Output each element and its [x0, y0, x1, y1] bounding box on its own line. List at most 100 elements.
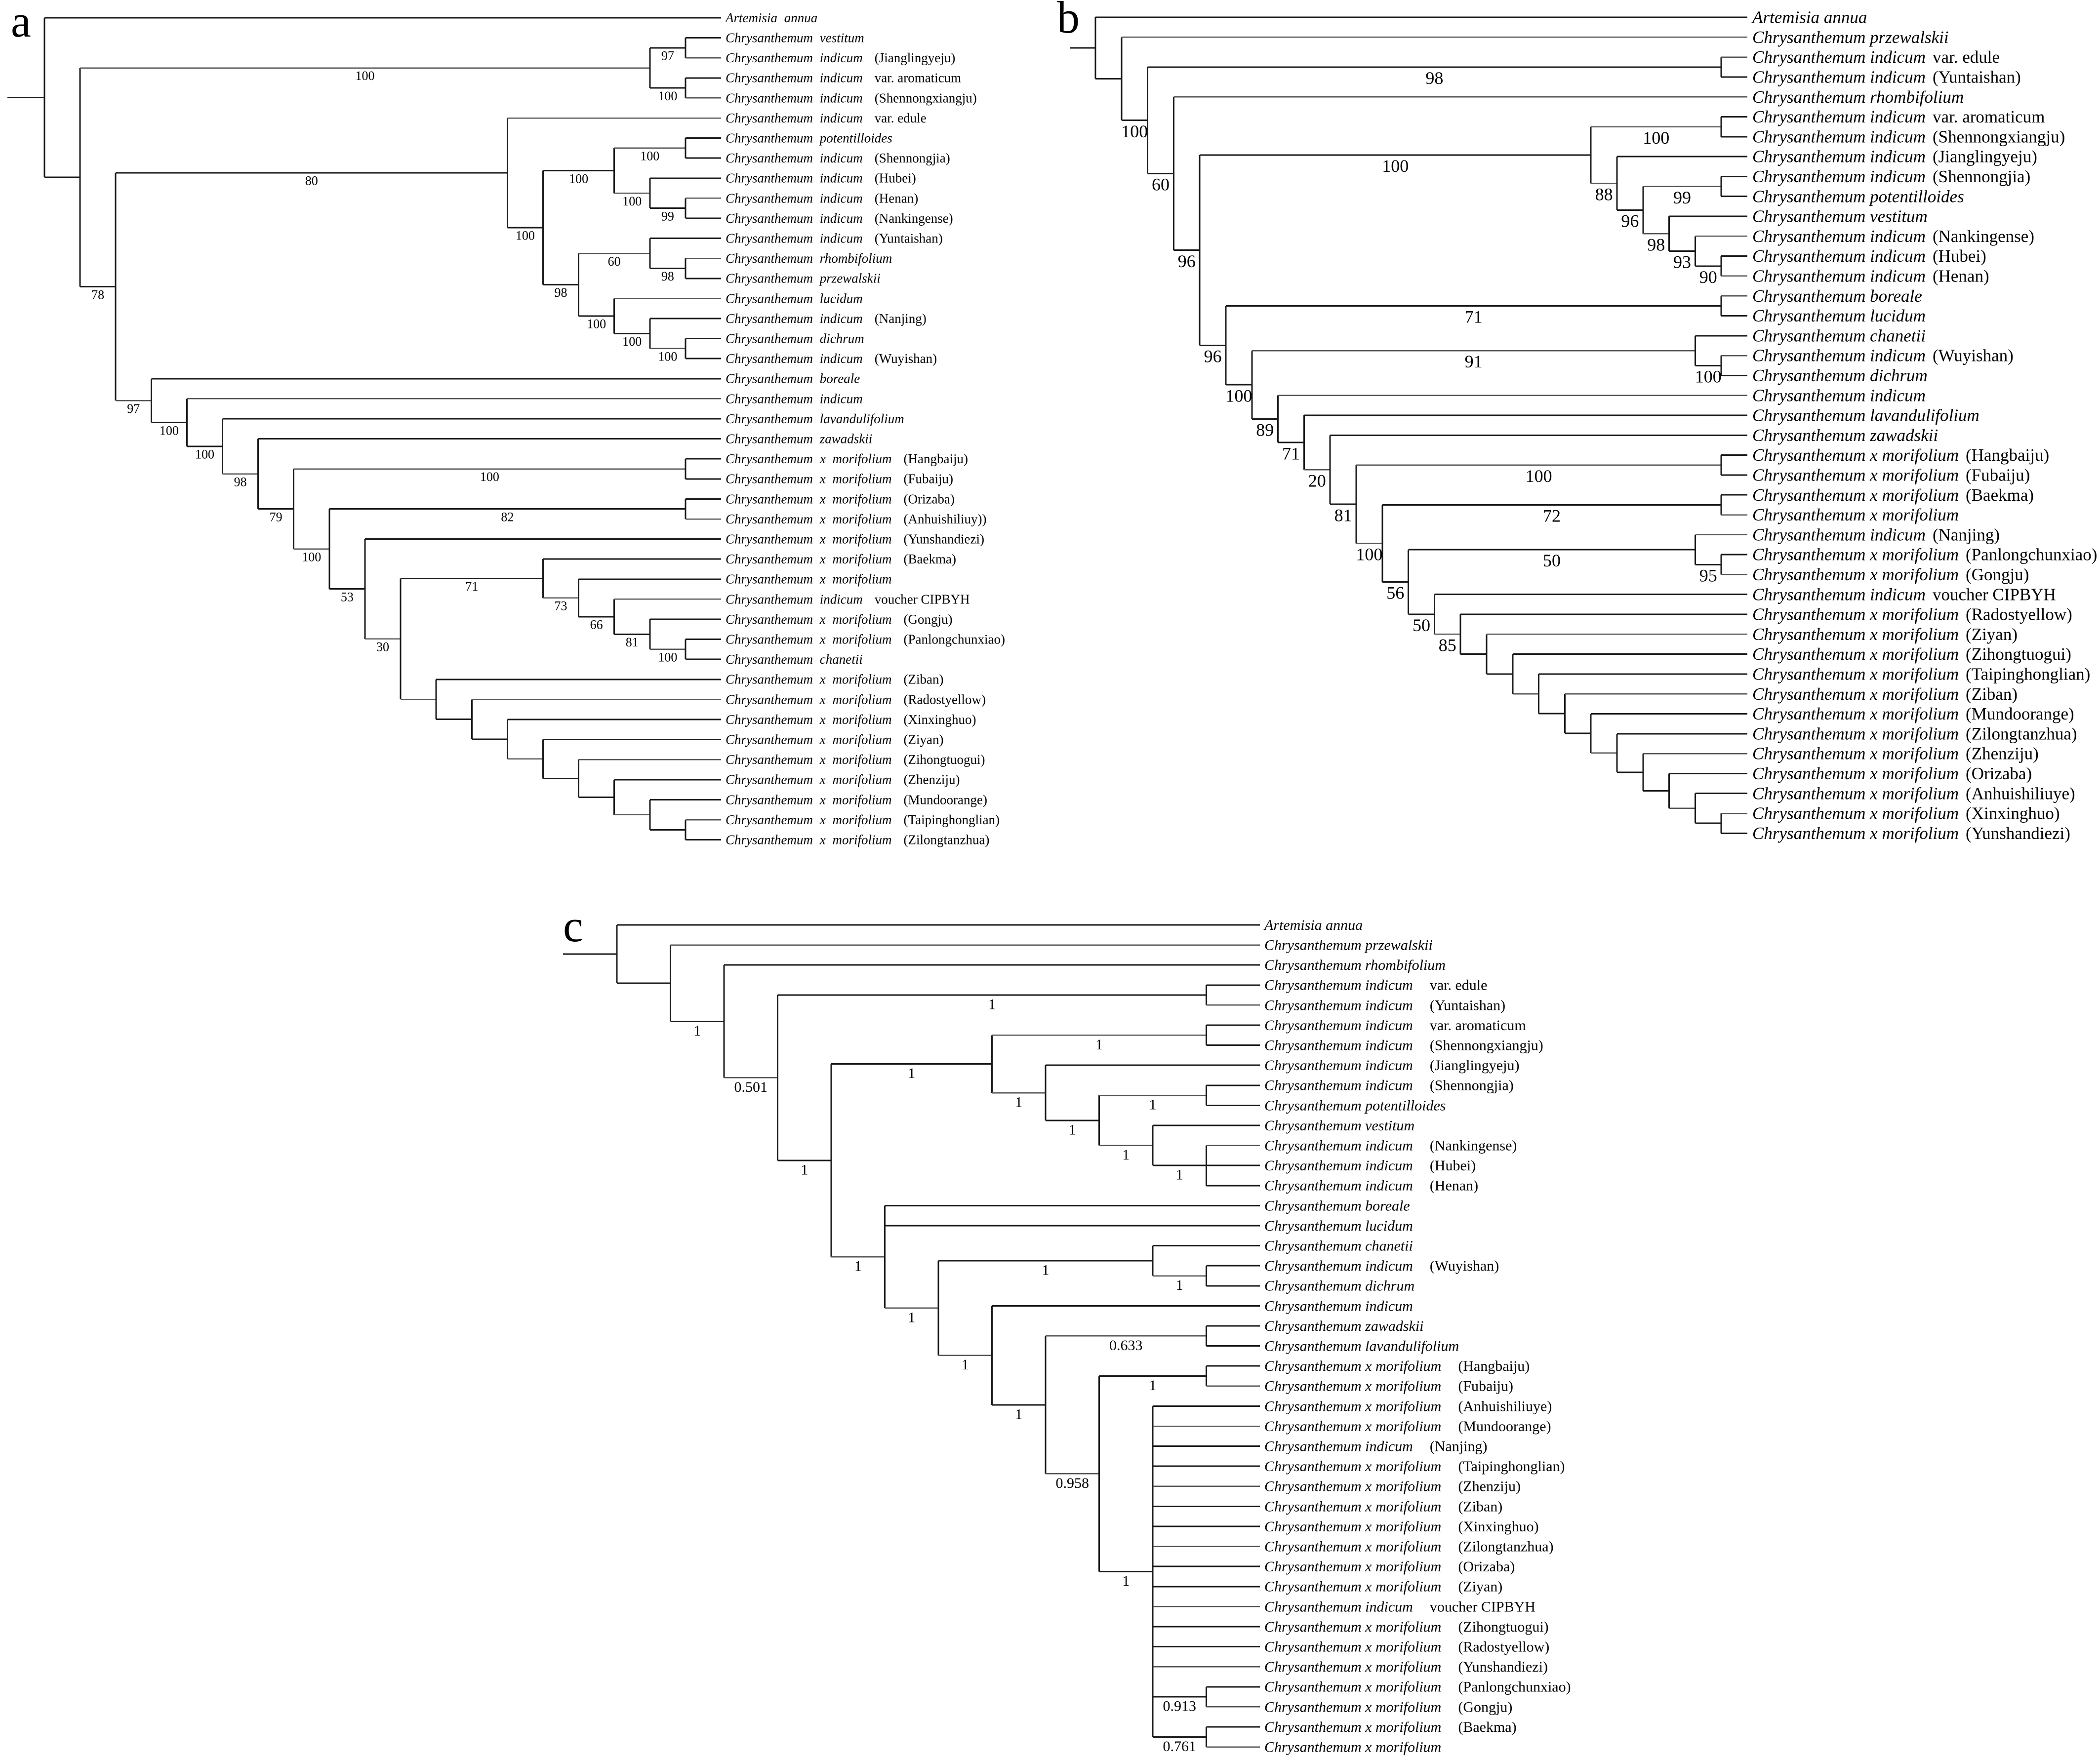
- support-value: 90: [1699, 267, 1717, 287]
- support-value: 81: [626, 635, 639, 649]
- taxon-cultivar-note: (Yunshandiezi): [903, 532, 984, 547]
- taxon-name: Chrysanthemum boreale: [1264, 1198, 1410, 1214]
- taxon-cultivar-note: (Baekma): [903, 552, 956, 566]
- support-value: 85: [1439, 635, 1456, 655]
- taxon-name: Chrysanthemum x morifolium: [726, 612, 891, 627]
- taxon-name: Chrysanthemum x morifolium: [1752, 505, 1959, 524]
- taxon-name: Chrysanthemum indicum: [1264, 1017, 1413, 1034]
- taxon-label: Chrysanthemum x morifolium(Zilongtanzhua…: [726, 833, 989, 847]
- taxon-cultivar-note: var. aromaticum: [1430, 1017, 1526, 1034]
- support-value: 100: [622, 194, 642, 208]
- taxon-label: Chrysanthemum potentilloides: [1264, 1097, 1446, 1114]
- taxon-label: Chrysanthemum lucidum: [1752, 306, 1926, 325]
- support-value: 97: [127, 401, 140, 416]
- taxon-label: Chrysanthemum x morifolium(Ziyan): [1264, 1579, 1502, 1595]
- support-value: 100: [658, 350, 677, 364]
- taxon-label: Chrysanthemum indicum: [1264, 1298, 1413, 1314]
- taxon-name: Chrysanthemum indicum: [1752, 67, 1926, 86]
- support-value: 0.761: [1163, 1738, 1197, 1755]
- taxon-label: Chrysanthemum indicum (Nanjing): [1264, 1438, 1487, 1455]
- taxon-cultivar-note: (Hangbaiju): [1458, 1358, 1530, 1374]
- taxon-name: Chrysanthemum przewalskii: [1752, 28, 1949, 47]
- taxon-cultivar-note: (Zhenziju): [1458, 1478, 1521, 1495]
- support-value: 1: [1149, 1377, 1157, 1394]
- support-value: 98: [1425, 68, 1443, 88]
- taxon-cultivar-note: (Nanjing): [1430, 1438, 1488, 1455]
- taxon-label: Chrysanthemum indicum(Hubei): [1264, 1158, 1476, 1174]
- support-value: 100: [587, 317, 606, 331]
- taxon-cultivar-note: var. aromaticum: [875, 71, 961, 85]
- taxon-name: Chrysanthemum x morifolium: [1264, 1378, 1441, 1395]
- taxon-label: Chrysanthemum x morifolium(Orizaba): [1752, 764, 2032, 783]
- taxon-label: Chrysanthemum lavandulifolium: [726, 411, 904, 426]
- support-value: 1: [908, 1309, 915, 1325]
- taxon-label: Artemisia annua: [725, 10, 817, 25]
- taxon-name: Chrysanthemum x morifolium: [1752, 625, 1959, 644]
- taxon-label: Chrysanthemum x morifolium: [1264, 1739, 1441, 1756]
- taxon-name: Chrysanthemum indicum: [1264, 1438, 1413, 1455]
- support-value: 96: [1621, 211, 1639, 231]
- taxon-label: Chrysanthemum x morifolium(Anhuishiliuy)…: [726, 512, 986, 526]
- taxon-cultivar-note: (Radostyellow): [903, 692, 985, 707]
- taxon-cultivar-note: (Jianglingyeju): [875, 50, 955, 65]
- taxon-name: Chrysanthemum x morifolium: [1264, 1558, 1441, 1575]
- taxon-label: Chrysanthemum x morifolium(Ziban): [726, 672, 943, 687]
- taxon-name: Chrysanthemum potentilloides: [1752, 187, 1964, 206]
- taxon-cultivar-note: (Orizaba): [1966, 764, 2032, 783]
- panel-label-a: a: [11, 0, 31, 46]
- taxon-label: Chrysanthemum przewalskii: [1264, 937, 1433, 954]
- support-value: 100: [569, 171, 588, 186]
- taxon-label: Chrysanthemum x morifolium(Anhuishiliuye…: [1264, 1398, 1552, 1414]
- taxon-name: Chrysanthemum dichrum: [726, 331, 864, 346]
- taxon-name: Chrysanthemum indicum: [726, 351, 863, 366]
- taxon-cultivar-note: (Zhenziju): [1966, 744, 2039, 763]
- taxon-name: Chrysanthemum indicum: [1752, 246, 1926, 266]
- taxon-label: Chrysanthemum x morifolium(Taipinghongli…: [1752, 664, 2090, 683]
- taxon-name: Chrysanthemum indicum: [726, 111, 863, 125]
- taxon-label: Chrysanthemum x morifolium(Panlongchunxi…: [1264, 1679, 1571, 1695]
- taxon-label: Chrysanthemum indicum(Shennongxiangju): [1752, 127, 2065, 146]
- taxon-name: Chrysanthemum x morifolium: [726, 491, 891, 506]
- taxon-cultivar-note: (Zilongtanzhua): [1966, 724, 2077, 743]
- support-value: 1: [1176, 1167, 1183, 1183]
- support-value: 100: [1526, 466, 1552, 486]
- taxon-name: Chrysanthemum boreale: [1752, 286, 1922, 306]
- taxon-label: Chrysanthemum x morifolium(Anhuishiliuye…: [1752, 784, 2075, 803]
- taxon-cultivar-note: (Henan): [875, 191, 918, 205]
- support-value: 56: [1386, 583, 1404, 603]
- taxon-name: Chrysanthemum indicum: [1752, 266, 1926, 285]
- taxon-cultivar-note: (Shennongxiangju): [1430, 1038, 1543, 1054]
- support-value: 91: [1465, 352, 1483, 371]
- tree-branches: [7, 17, 721, 841]
- taxon-name: Chrysanthemum indicum: [726, 90, 863, 105]
- taxon-cultivar-note: (Baekma): [1966, 485, 2034, 505]
- taxon-name: Chrysanthemum x morifolium: [1752, 724, 1959, 743]
- support-value: 82: [501, 510, 514, 524]
- taxon-name: Chrysanthemum indicum: [1752, 386, 1926, 405]
- taxon-cultivar-note: (Panlongchunxiao): [903, 632, 1005, 647]
- taxon-cultivar-note: (Shennongjia): [875, 151, 950, 165]
- taxon-label: Chrysanthemum przewalskii: [1752, 28, 1949, 47]
- taxon-label: Chrysanthemum indicum(Wuyishan): [1264, 1258, 1499, 1274]
- taxon-label: Chrysanthemum x morifolium(Baekma): [726, 552, 956, 566]
- taxon-cultivar-note: (Zihongtuogui): [1966, 644, 2071, 664]
- support-value: 0.958: [1056, 1475, 1090, 1491]
- support-value: 99: [661, 209, 674, 223]
- support-value: 1: [908, 1065, 915, 1081]
- taxon-label: Chrysanthemum indicum(Shennongjia): [1752, 167, 2030, 186]
- taxon-name: Chrysanthemum indicum: [1264, 1038, 1413, 1054]
- taxon-label: Chrysanthemum indicum(Hubei): [1752, 246, 1986, 266]
- taxon-label: Chrysanthemum x morifolium(Taipinghongli…: [1264, 1458, 1565, 1475]
- support-value: 100: [480, 470, 499, 484]
- taxon-name: Chrysanthemum x morifolium: [726, 772, 891, 787]
- taxon-label: Chrysanthemum rhombifolium: [1752, 87, 1964, 107]
- taxon-label: Chrysanthemum zawadskii: [1264, 1318, 1424, 1334]
- taxon-name: Chrysanthemum indicum: [1264, 977, 1413, 994]
- taxon-name: Chrysanthemum lavandulifolium: [1264, 1338, 1459, 1355]
- taxon-label: Chrysanthemum x morifolium(Gongju): [1752, 565, 2029, 584]
- taxon-label: Chrysanthemum vestitum: [1752, 207, 1928, 226]
- taxon-name: Chrysanthemum x morifolium: [1264, 1458, 1441, 1475]
- taxon-label: Chrysanthemum lucidum: [1264, 1218, 1413, 1234]
- taxon-label: Chrysanthemum x morifolium(Mundoorange): [1264, 1418, 1551, 1435]
- taxon-cultivar-note: (Henan): [1933, 266, 1989, 285]
